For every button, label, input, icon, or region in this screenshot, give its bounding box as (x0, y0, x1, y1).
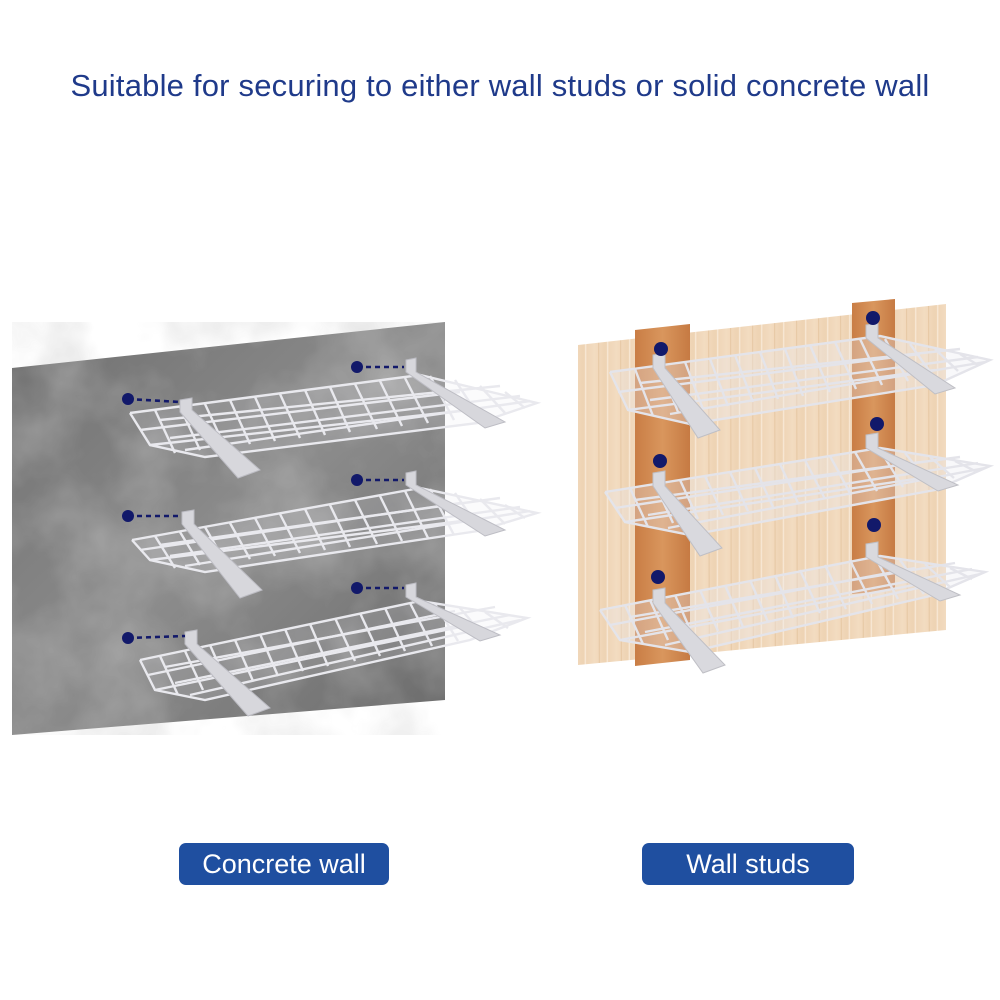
wall-studs-label: Wall studs (642, 843, 854, 885)
studs-shelf-top (608, 322, 994, 439)
concrete-shelf-middle (131, 470, 542, 599)
concrete-wall-label: Concrete wall (179, 843, 389, 885)
studs-shelf-bottom (599, 541, 990, 674)
concrete-anchor-markers (122, 361, 404, 644)
concrete-wall-label-text: Concrete wall (202, 849, 366, 879)
stud-screw-markers (651, 311, 884, 584)
wall-studs-label-text: Wall studs (686, 849, 810, 879)
concrete-shelf-top (128, 357, 542, 479)
headline: Suitable for securing to either wall stu… (70, 68, 930, 103)
studs-shelf-middle (604, 432, 995, 557)
concrete-shelf-bottom (138, 582, 532, 717)
